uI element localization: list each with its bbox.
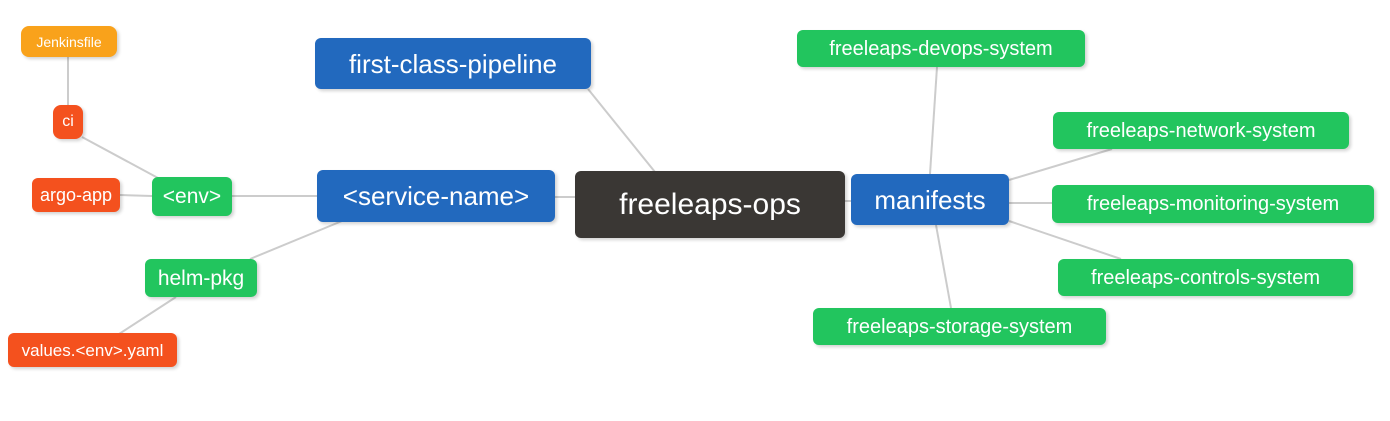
edge-helm-service: [249, 220, 343, 260]
node-env[interactable]: <env>: [152, 177, 232, 216]
node-manifests[interactable]: manifests: [851, 174, 1009, 225]
edge-manifests-devops: [929, 66, 938, 175]
node-freeleaps-storage-system[interactable]: freeleaps-storage-system: [813, 308, 1106, 345]
edge-manifests-controls: [1008, 220, 1122, 260]
node-service-name[interactable]: <service-name>: [317, 170, 555, 222]
node-jenkinsfile[interactable]: Jenkinsfile: [21, 26, 117, 57]
edge-manifests-network: [1008, 148, 1113, 181]
node-ci[interactable]: ci: [53, 105, 83, 139]
edge-ci-env: [81, 136, 159, 179]
node-freeleaps-network-system[interactable]: freeleaps-network-system: [1053, 112, 1349, 149]
node-helm-pkg[interactable]: helm-pkg: [145, 259, 257, 297]
node-freeleaps-monitoring-system[interactable]: freeleaps-monitoring-system: [1052, 185, 1374, 223]
edge-values-helm: [118, 296, 177, 335]
node-freeleaps-devops-system[interactable]: freeleaps-devops-system: [797, 30, 1085, 67]
edge-manifests-storage: [935, 224, 952, 309]
node-freeleaps-controls-system[interactable]: freeleaps-controls-system: [1058, 259, 1353, 296]
node-first-class-pipeline[interactable]: first-class-pipeline: [315, 38, 591, 89]
edge-argo-env: [119, 194, 153, 197]
node-argo-app[interactable]: argo-app: [32, 178, 120, 212]
edge-fcp-root: [587, 88, 656, 173]
node-values-env-yaml[interactable]: values.<env>.yaml: [8, 333, 177, 367]
node-freeleaps-ops[interactable]: freeleaps-ops: [575, 171, 845, 238]
